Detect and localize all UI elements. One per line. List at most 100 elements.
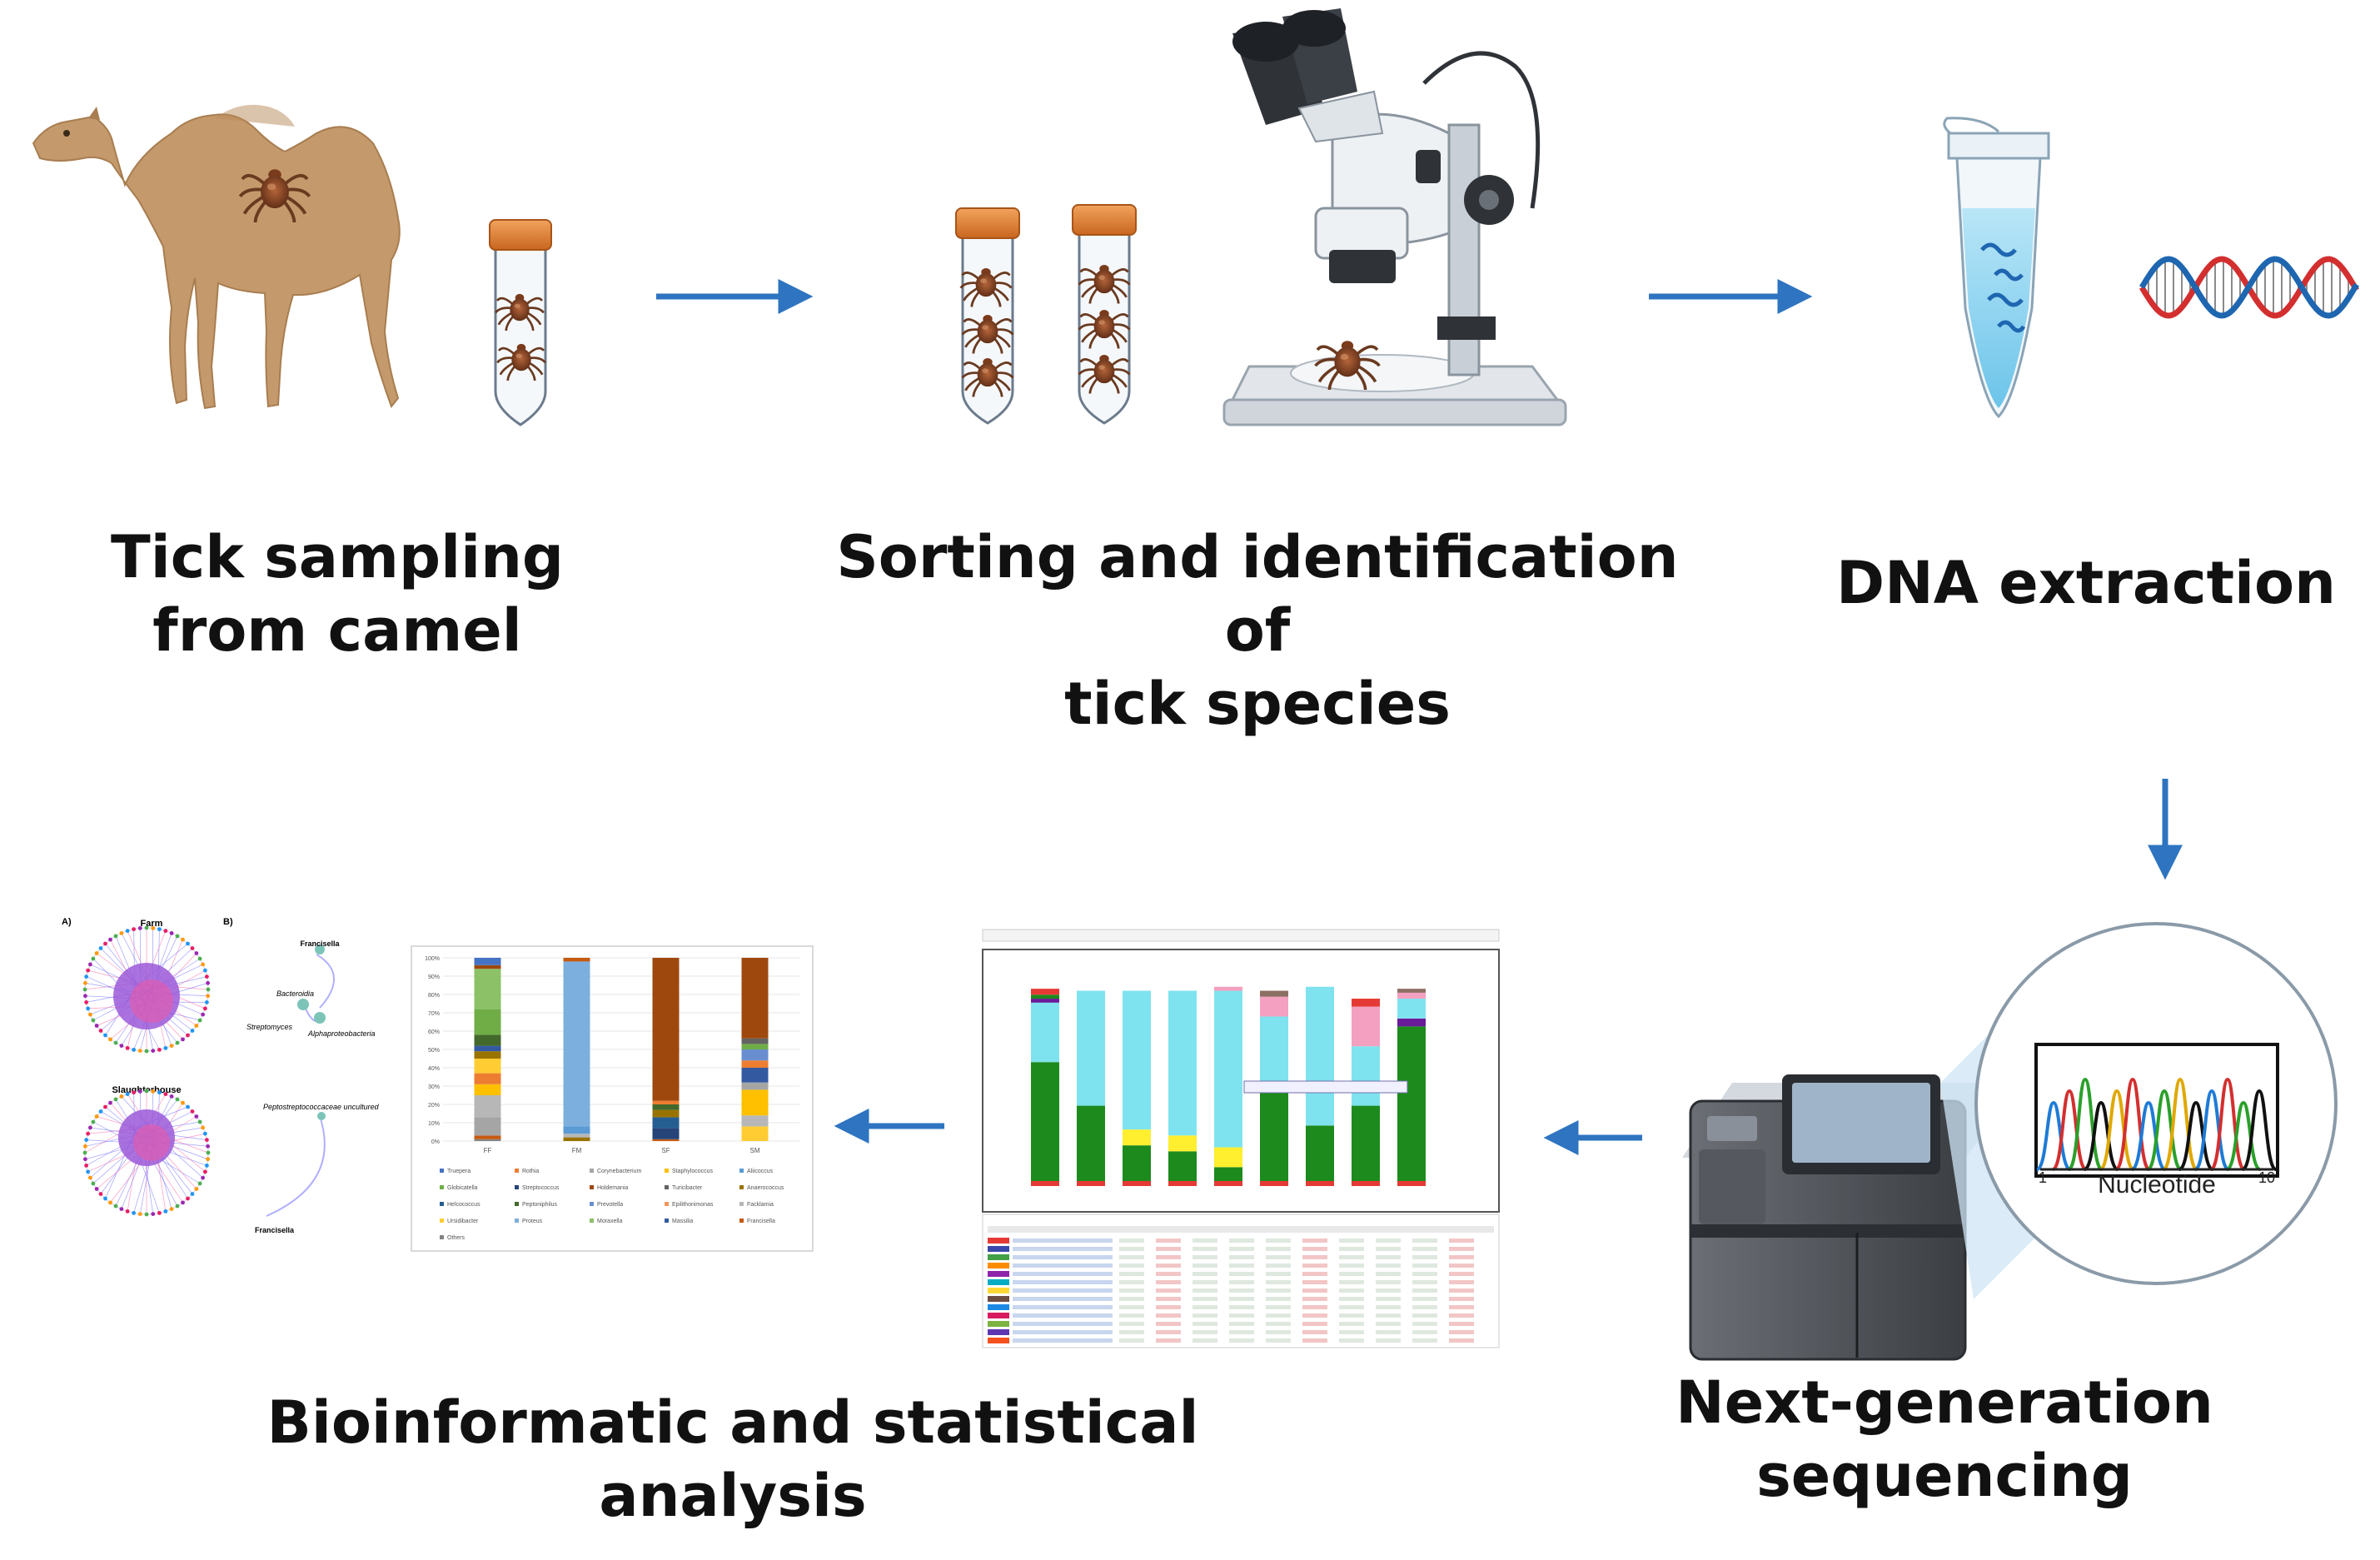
report-bar-segment	[1306, 987, 1334, 1126]
report-table-cell	[1192, 1288, 1217, 1293]
chart-legend-label: Rothia	[522, 1169, 539, 1174]
report-table-name	[1013, 1247, 1113, 1251]
report-table-cell	[1156, 1305, 1181, 1309]
report-bar-segment	[1077, 991, 1105, 1106]
report-bar-base	[1168, 1181, 1197, 1186]
report-table-cell	[1119, 1247, 1144, 1251]
chromatogram-axis-label: Nucleotide	[2086, 1171, 2228, 1199]
report-table-cell	[1119, 1322, 1144, 1326]
report-table-cell	[1339, 1322, 1364, 1326]
network-node	[151, 926, 155, 930]
report-table-cell	[1449, 1305, 1474, 1309]
camel-illustration	[33, 105, 400, 408]
report-table-cell	[1229, 1272, 1254, 1276]
chart-legend-label: Corynebacterium	[597, 1169, 641, 1174]
report-table-cell	[1119, 1313, 1144, 1318]
network-node	[198, 1120, 202, 1124]
chart-legend-swatch	[515, 1185, 519, 1189]
report-table-cell	[1376, 1322, 1401, 1326]
network-node	[86, 1132, 90, 1136]
report-table-cell	[1376, 1338, 1401, 1343]
report-table-swatch	[988, 1246, 1009, 1252]
report-table-cell	[1229, 1305, 1254, 1309]
network-panel: A) B) Farm Slaughterhouse Francisella Ba…	[62, 917, 380, 1234]
chart-legend-label: Proteus	[522, 1219, 543, 1224]
report-table-cell	[1192, 1247, 1217, 1251]
network-node	[157, 1090, 162, 1094]
report-bar-segment	[1123, 1145, 1151, 1181]
report-table-cell	[1376, 1305, 1401, 1309]
report-table-cell	[1302, 1255, 1327, 1259]
report-bar-segment	[1260, 1016, 1288, 1091]
chart-legend-swatch	[515, 1219, 519, 1223]
report-bar-base	[1214, 1181, 1242, 1186]
network-node	[181, 1200, 185, 1204]
report-table-cell	[1302, 1305, 1327, 1309]
network-node	[194, 951, 198, 955]
network-node	[95, 1024, 99, 1028]
network-node	[198, 1182, 202, 1186]
network-node	[170, 1044, 174, 1048]
chart-bar-segment	[475, 1117, 501, 1135]
chart-bar-segment	[475, 1034, 501, 1045]
caption-ngs-line2: sequencing	[1632, 1439, 2257, 1513]
node-francisella-bottom: Francisella	[255, 1226, 295, 1234]
chart-legend-swatch	[440, 1235, 444, 1239]
slaughterhouse-network	[83, 1089, 211, 1217]
network-node	[88, 1013, 92, 1017]
report-table-cell	[1156, 1322, 1181, 1326]
caption-sorting: Sorting and identification of tick speci…	[799, 521, 1715, 740]
network-node	[206, 1144, 210, 1149]
chart-x-tick: FM	[572, 1147, 582, 1154]
chromatogram-zoom	[1976, 924, 2336, 1283]
network-node	[145, 1049, 149, 1054]
report-bar-segment	[1260, 1092, 1288, 1181]
network-node	[157, 1048, 162, 1052]
report-table-cell	[1412, 1239, 1437, 1243]
caption-bioinformatics: Bioinformatic and statistical analysis	[266, 1386, 1199, 1533]
report-bar-segment	[1260, 991, 1288, 997]
panel-a-label: A)	[62, 917, 72, 927]
dna-helix	[2142, 259, 2357, 316]
report-table-cell	[1376, 1272, 1401, 1276]
chart-legend-swatch	[515, 1202, 519, 1206]
network-node	[126, 1046, 130, 1050]
chart-bar-segment	[475, 1139, 501, 1141]
caption-ngs: Next-generation sequencing	[1632, 1366, 2257, 1513]
report-table-cell	[1266, 1255, 1291, 1259]
report-table-cell	[1376, 1288, 1401, 1293]
report-table-cell	[1156, 1338, 1181, 1343]
report-table-cell	[1119, 1338, 1144, 1343]
report-bar-base	[1077, 1181, 1105, 1186]
network-node	[120, 1207, 124, 1211]
network-core-inner	[130, 979, 173, 1023]
chart-bar-segment	[742, 958, 769, 1039]
report-bar-segment	[1397, 993, 1426, 999]
report-table-name	[1013, 1322, 1113, 1326]
report-table-cell	[1339, 1313, 1364, 1318]
network-node	[95, 1187, 99, 1191]
network-node	[83, 1144, 87, 1149]
chart-bar-segment	[564, 961, 590, 1126]
network-node	[114, 1204, 118, 1209]
network-node	[191, 1029, 195, 1033]
report-table-cell	[1302, 1297, 1327, 1301]
network-node	[83, 994, 87, 998]
network-node	[145, 1089, 149, 1094]
chart-bar-segment	[742, 1083, 769, 1090]
report-table-cell	[1376, 1263, 1401, 1268]
chart-legend-label: Others	[447, 1235, 466, 1241]
network-node	[132, 1090, 136, 1094]
report-bar-segment	[1031, 1062, 1059, 1181]
report-table-cell	[1156, 1255, 1181, 1259]
network-node	[203, 1006, 207, 1010]
chart-legend-swatch	[590, 1169, 594, 1173]
caption-bioinformatics-line1: Bioinformatic and statistical	[266, 1386, 1199, 1459]
report-table-cell	[1119, 1330, 1144, 1334]
chart-x-tick: SF	[661, 1147, 670, 1154]
report-table-cell	[1229, 1322, 1254, 1326]
report-table-cell	[1376, 1297, 1401, 1301]
chart-y-tick: 100%	[425, 956, 440, 962]
report-table-cell	[1339, 1330, 1364, 1334]
